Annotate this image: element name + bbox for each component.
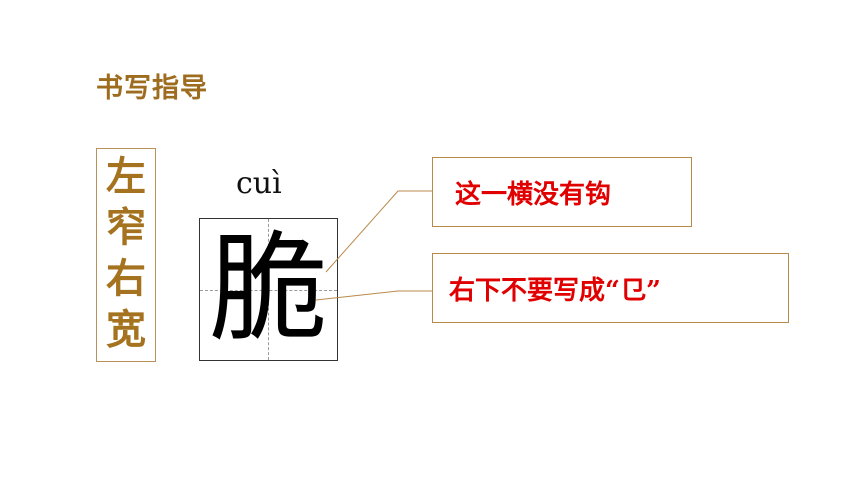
callout-box-2: 右下不要写成“㔾”: [432, 253, 789, 323]
character-pinyin: cuì: [236, 166, 282, 201]
structure-char: 左: [106, 154, 146, 200]
leader-line-2: [315, 290, 432, 301]
structure-char: 窄: [106, 205, 146, 251]
writing-grid: 脆: [199, 218, 338, 361]
character-glyph: 脆: [209, 220, 328, 358]
section-title: 书写指导: [96, 73, 208, 104]
leader-line-1: [325, 190, 432, 273]
callout-text-2: 右下不要写成“㔾”: [449, 275, 661, 306]
structure-char: 右: [106, 256, 146, 302]
callout-text-1: 这一横没有钩: [455, 179, 612, 210]
structure-char: 宽: [106, 307, 146, 353]
structure-label-box: 左 窄 右 宽: [96, 148, 156, 362]
callout-box-1: 这一横没有钩: [432, 157, 692, 227]
grid-guide-vertical: [268, 219, 269, 360]
